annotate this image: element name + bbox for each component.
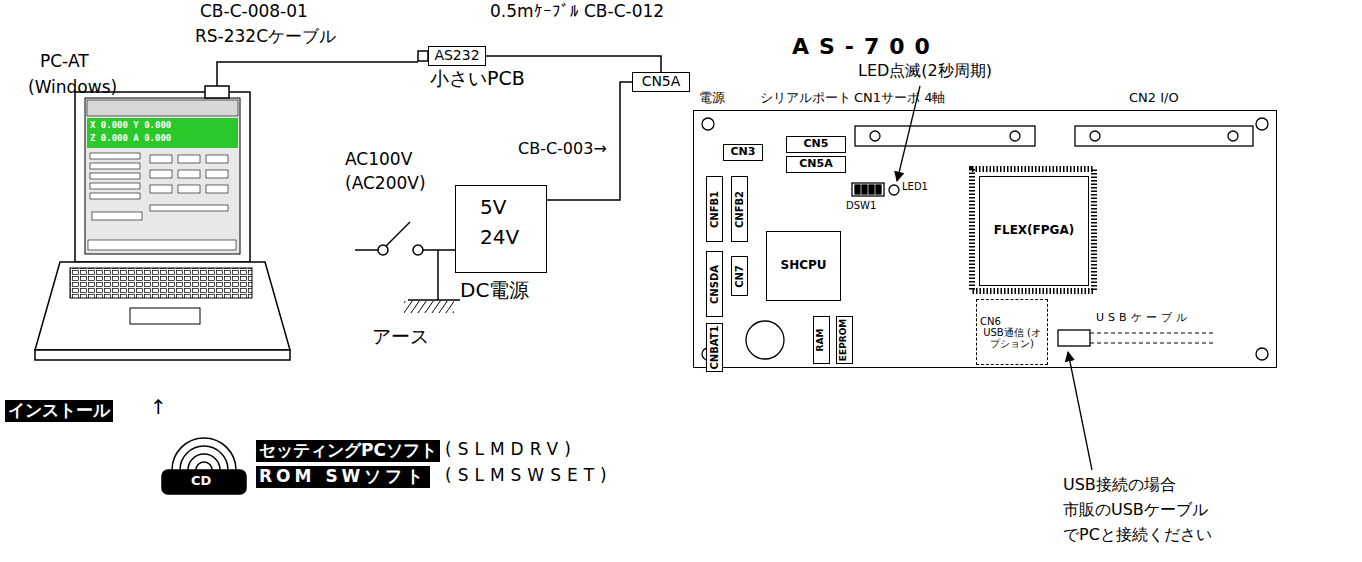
label: CN1サーボ 4軸 bbox=[854, 91, 945, 105]
label: AS232 bbox=[434, 48, 479, 63]
annotation: (AC200V) bbox=[345, 174, 426, 194]
annotation: 小さいPCB bbox=[430, 68, 525, 90]
connector: CNFB1 bbox=[706, 176, 723, 242]
label: CN5 bbox=[804, 138, 829, 150]
laptop bbox=[35, 51, 428, 360]
annotation: インストール bbox=[5, 400, 113, 422]
annotation: セッティングPCソフト bbox=[256, 440, 440, 462]
label: CNBAT1 bbox=[709, 325, 720, 369]
label: CN5A bbox=[642, 74, 681, 89]
label: FLEX(FPGA) bbox=[994, 224, 1074, 237]
annotation: DSW1 bbox=[846, 200, 876, 212]
annotation: アース bbox=[372, 326, 429, 348]
label: CN2 I/O bbox=[1129, 91, 1179, 105]
power-switch-and-ground bbox=[355, 222, 460, 313]
annotation: ROM SWソフト bbox=[256, 466, 430, 488]
label: 電源 bbox=[699, 91, 725, 105]
annotation: (SLMSWSET) bbox=[445, 466, 613, 486]
connector-board: AS232 bbox=[428, 46, 486, 66]
connector: CN5A bbox=[786, 156, 846, 173]
connector: CNFB2 bbox=[731, 176, 748, 242]
memory-chip: EEPROM bbox=[836, 316, 853, 364]
label: CNFB1 bbox=[709, 190, 720, 227]
label: DC電源 bbox=[460, 279, 529, 301]
cable-label: 0.5mｹｰﾌﾞﾙ CB-C-012 bbox=[490, 2, 664, 22]
label: RAM bbox=[817, 329, 827, 352]
cpu-chip: SHCPU bbox=[766, 231, 841, 301]
fpga-chip: FLEX(FPGA) bbox=[979, 176, 1089, 286]
label: CN7 bbox=[734, 265, 745, 288]
annotation: PC-AT bbox=[40, 52, 89, 72]
connector: CNBAT1 bbox=[706, 323, 723, 372]
annotation: X 0.000 Y 0.000 bbox=[90, 120, 171, 130]
label: CN6 bbox=[980, 316, 1001, 327]
memory-chip: RAM bbox=[813, 316, 830, 364]
annotation: 市販のUSBケーブル bbox=[1063, 501, 1208, 519]
annotation: CD bbox=[191, 474, 211, 489]
label: CNSDA bbox=[709, 265, 720, 304]
annotation: (Windows) bbox=[28, 78, 117, 98]
connector: CN7 bbox=[731, 256, 748, 296]
power-supply: 5V24VDC電源 bbox=[455, 185, 547, 273]
connector: CN5 bbox=[786, 136, 846, 153]
label: SHCPU bbox=[780, 259, 826, 272]
connector: CN5A bbox=[632, 72, 690, 92]
connector: CNSDA bbox=[706, 251, 723, 317]
board-parts bbox=[702, 86, 1268, 470]
label: USB通信 (オプション) bbox=[980, 327, 1044, 349]
label: CN3 bbox=[731, 146, 756, 158]
annotation: ↑ bbox=[150, 396, 167, 419]
annotation: CB-C-008-01 bbox=[200, 2, 308, 22]
label: 24V bbox=[480, 226, 519, 248]
label: CNFB2 bbox=[734, 190, 745, 227]
annotation: LED1 bbox=[902, 181, 928, 193]
cd-icon bbox=[162, 438, 246, 494]
label: シリアルポート bbox=[760, 91, 851, 105]
usb-option-area: CN6USB通信 (オプション) bbox=[976, 299, 1048, 365]
annotation: CB-C-003→ bbox=[518, 140, 607, 158]
annotation: RS-232Cケーブル bbox=[195, 27, 336, 47]
annotation: でPCと接続ください bbox=[1063, 526, 1212, 544]
controller-board: 電源シリアルポートCN1サーボ 4軸CN2 I/OCN3CN5CN5ACNFB1… bbox=[693, 110, 1277, 368]
annotation: LED点滅(2秒周期) bbox=[858, 62, 992, 80]
connector: CN3 bbox=[723, 144, 763, 161]
label: EEPROM bbox=[840, 319, 850, 361]
annotation: AC100V bbox=[345, 150, 412, 170]
annotation: USB接続の場合 bbox=[1063, 476, 1176, 494]
label: 5V bbox=[480, 196, 506, 218]
annotation: USBケーブル bbox=[1096, 312, 1191, 325]
label: CN5A bbox=[799, 158, 832, 170]
annotation: AS-700 bbox=[792, 34, 940, 59]
annotation: (SLMDRV) bbox=[445, 440, 577, 460]
annotation: Z 0.000 A 0.000 bbox=[90, 133, 171, 143]
